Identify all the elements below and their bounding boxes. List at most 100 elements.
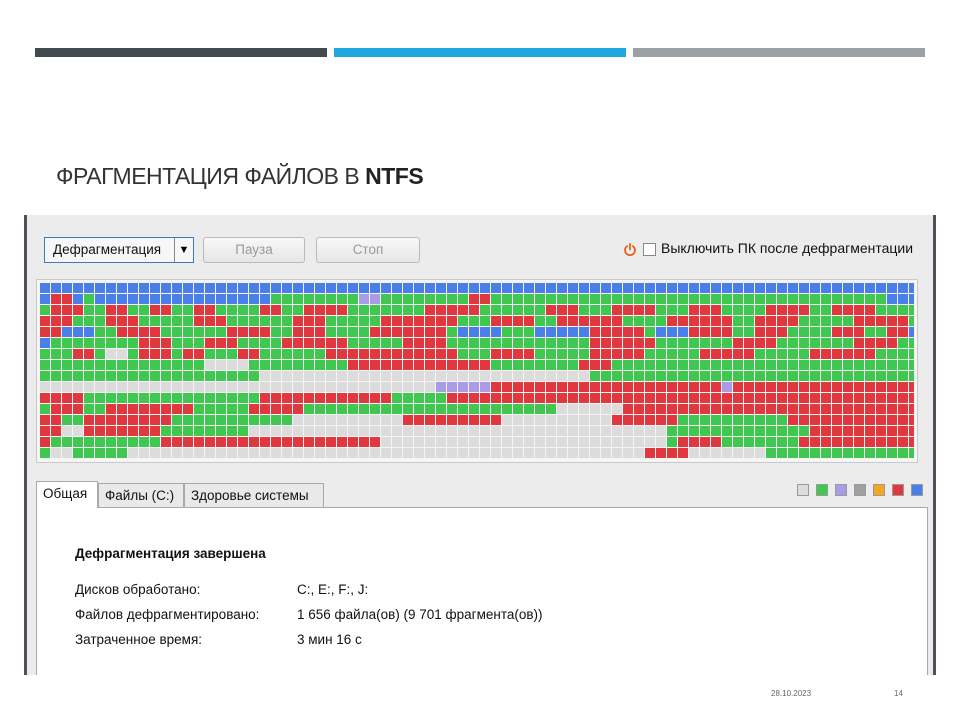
disk-cluster-cell: [403, 415, 413, 425]
disk-cluster-cell: [777, 437, 787, 447]
shutdown-checkbox[interactable]: [643, 243, 656, 256]
disk-cluster-cell: [359, 415, 369, 425]
disk-cluster-cell: [282, 349, 292, 359]
disk-cluster-cell: [62, 294, 72, 304]
defrag-window: Дефрагментация ▼ Пауза Стоп Выключить ПК…: [24, 215, 936, 675]
disk-cluster-cell: [381, 393, 391, 403]
disk-cluster-cell: [62, 382, 72, 392]
disk-cluster-cell: [436, 294, 446, 304]
disk-cluster-cell: [447, 305, 457, 315]
disk-cluster-cell: [128, 283, 138, 293]
disk-cluster-cell: [579, 371, 589, 381]
disk-cluster-cell: [51, 294, 61, 304]
disk-cluster-cell: [854, 448, 864, 458]
disk-cluster-cell: [51, 305, 61, 315]
disk-cluster-cell: [854, 305, 864, 315]
tab-files[interactable]: Файлы (C:): [98, 483, 184, 507]
disk-cluster-cell: [513, 327, 523, 337]
disk-cluster-cell: [876, 448, 886, 458]
pause-button[interactable]: Пауза: [203, 237, 305, 263]
disk-cluster-cell: [535, 382, 545, 392]
disk-cluster-cell: [414, 382, 424, 392]
disk-cluster-cell: [205, 393, 215, 403]
disk-cluster-cell: [788, 437, 798, 447]
disk-cluster-cell: [491, 305, 501, 315]
tab-health[interactable]: Здоровье системы: [184, 483, 324, 507]
disk-cluster-cell: [293, 305, 303, 315]
disk-cluster-cell: [557, 393, 567, 403]
disk-cluster-cell: [733, 283, 743, 293]
disk-cluster-cell: [689, 393, 699, 403]
disk-cluster-cell: [645, 426, 655, 436]
disk-cluster-cell: [909, 294, 914, 304]
disk-cluster-cell: [194, 349, 204, 359]
disk-cluster-cell: [51, 327, 61, 337]
disk-cluster-cell: [260, 305, 270, 315]
disk-cluster-cell: [40, 283, 50, 293]
disk-cluster-cell: [172, 294, 182, 304]
disk-cluster-cell: [832, 437, 842, 447]
disk-cluster-cell: [392, 426, 402, 436]
disk-cluster-cell: [326, 404, 336, 414]
disk-cluster-cell: [392, 382, 402, 392]
disk-cluster-cell: [337, 382, 347, 392]
tab-general[interactable]: Общая: [36, 481, 98, 508]
disk-cluster-cell: [667, 283, 677, 293]
disk-cluster-cell: [128, 305, 138, 315]
disk-cluster-cell: [645, 360, 655, 370]
disk-cluster-cell: [799, 327, 809, 337]
disk-cluster-cell: [128, 360, 138, 370]
disk-cluster-cell: [656, 338, 666, 348]
disk-cluster-cell: [502, 448, 512, 458]
disk-cluster-cell: [425, 371, 435, 381]
mode-select[interactable]: Дефрагментация ▼: [44, 237, 194, 263]
disk-cluster-cell: [370, 283, 380, 293]
disk-cluster-cell: [491, 294, 501, 304]
disk-cluster-cell: [546, 349, 556, 359]
disk-cluster-cell: [117, 448, 127, 458]
disk-cluster-cell: [194, 327, 204, 337]
disk-cluster-cell: [161, 338, 171, 348]
disk-cluster-cell: [293, 371, 303, 381]
disk-cluster-cell: [194, 393, 204, 403]
accent-bar-gray: [633, 48, 925, 57]
disk-cluster-cell: [84, 305, 94, 315]
disk-cluster-cell: [183, 327, 193, 337]
disk-cluster-cell: [392, 371, 402, 381]
disk-cluster-cell: [62, 305, 72, 315]
disk-cluster-cell: [205, 360, 215, 370]
disk-cluster-cell: [601, 404, 611, 414]
stop-button[interactable]: Стоп: [316, 237, 420, 263]
disk-cluster-cell: [73, 349, 83, 359]
disk-cluster-cell: [667, 448, 677, 458]
disk-cluster-cell: [436, 448, 446, 458]
disk-cluster-cell: [227, 448, 237, 458]
disk-cluster-cell: [304, 404, 314, 414]
disk-cluster-cell: [557, 305, 567, 315]
disk-cluster-cell: [117, 294, 127, 304]
disk-cluster-cell: [425, 305, 435, 315]
disk-cluster-cell: [183, 448, 193, 458]
disk-cluster-cell: [381, 437, 391, 447]
disk-cluster-cell: [568, 305, 578, 315]
disk-cluster-cell: [359, 393, 369, 403]
disk-cluster-cell: [788, 382, 798, 392]
disk-cluster-cell: [568, 349, 578, 359]
disk-cluster-cell: [304, 415, 314, 425]
chevron-down-icon[interactable]: ▼: [174, 238, 193, 262]
legend-normal: [816, 484, 828, 496]
disk-cluster-cell: [139, 360, 149, 370]
disk-cluster-cell: [821, 393, 831, 403]
disk-cluster-cell: [260, 437, 270, 447]
disk-cluster-cell: [84, 448, 94, 458]
disk-cluster-cell: [447, 338, 457, 348]
disk-cluster-cell: [909, 283, 914, 293]
disk-cluster-cell: [73, 437, 83, 447]
disk-cluster-cell: [491, 316, 501, 326]
disk-cluster-cell: [447, 371, 457, 381]
disk-cluster-cell: [634, 349, 644, 359]
disk-cluster-cell: [480, 426, 490, 436]
disk-cluster-cell: [898, 305, 908, 315]
disk-cluster-cell: [150, 294, 160, 304]
disk-cluster-cell: [216, 338, 226, 348]
